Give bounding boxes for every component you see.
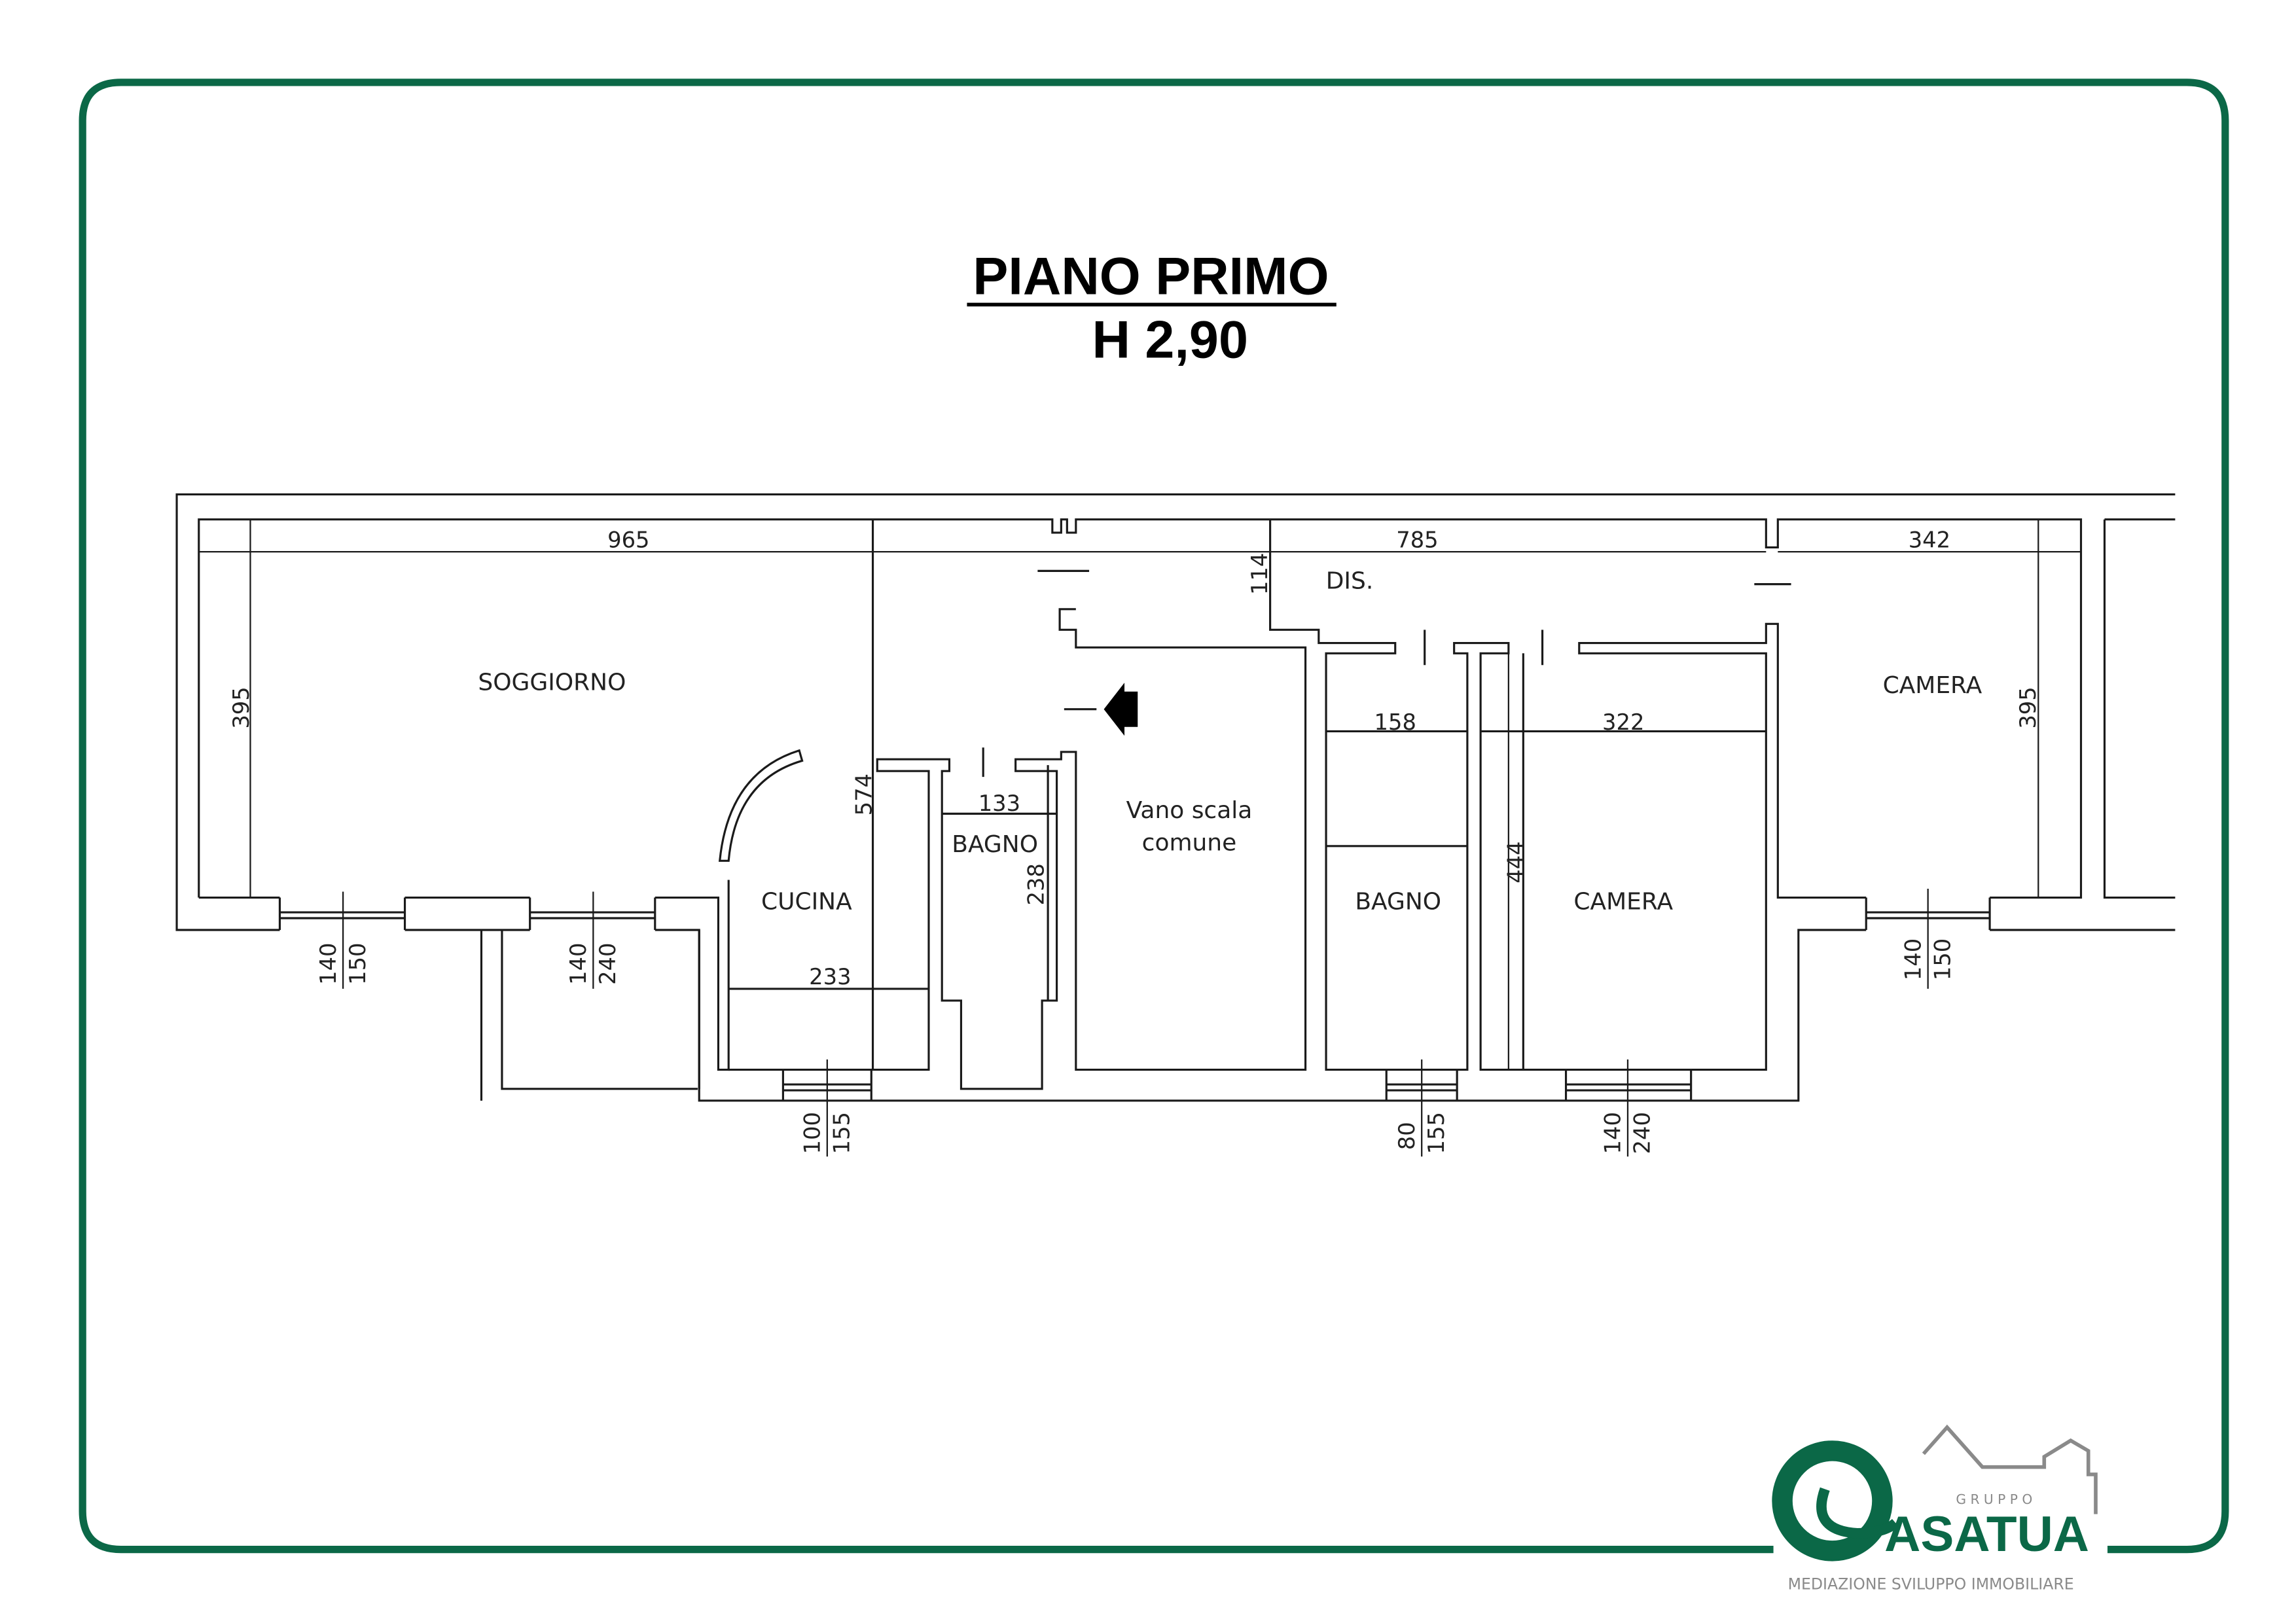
- logo-swirl: [1772, 1440, 1893, 1561]
- dim-233: 233: [809, 964, 851, 990]
- plan-title: PIANO PRIMO: [973, 247, 1329, 306]
- logo-tagline: MEDIAZIONE SVILUPPO IMMOBILIARE: [1788, 1575, 2074, 1593]
- room-camera-2: CAMERA: [1883, 672, 1982, 699]
- window-dims: 140 150 140 240 100 155 80 155 140 240 1…: [315, 938, 1956, 1154]
- ceiling-height: H 2,90: [1092, 310, 1247, 369]
- room-vano-scala-2: comune: [1142, 830, 1237, 857]
- dim-158: 158: [1374, 709, 1416, 735]
- window-6-h: 140: [1900, 938, 1926, 980]
- logo-roofline: [1922, 1424, 2098, 1514]
- dim-574: 574: [851, 774, 876, 815]
- dim-395-right: 395: [2015, 687, 2041, 728]
- window-1-w: 150: [345, 943, 370, 985]
- entrance-arrow-icon: [1103, 683, 1138, 736]
- dimension-lines: [198, 519, 2081, 1157]
- logo-gruppo: G R U P P O: [1956, 1491, 2032, 1507]
- room-cucina: CUCINA: [761, 889, 852, 916]
- room-vano-scala: Vano scala: [1126, 797, 1253, 824]
- window-5-h: 140: [1600, 1112, 1626, 1154]
- window-6-w: 150: [1929, 938, 1955, 980]
- dim-395-left: 395: [228, 687, 254, 728]
- dim-342: 342: [1909, 527, 1950, 552]
- room-camera-1: CAMERA: [1573, 889, 1673, 916]
- window-3-h: 100: [800, 1112, 825, 1154]
- dim-444: 444: [1503, 841, 1528, 883]
- room-soggiorno: SOGGIORNO: [478, 669, 626, 696]
- window-4-h: 80: [1394, 1122, 1420, 1150]
- dim-965: 965: [607, 527, 649, 552]
- dim-133: 133: [978, 791, 1020, 816]
- dim-322: 322: [1602, 709, 1644, 735]
- dim-238: 238: [1023, 863, 1049, 905]
- green-frame: [79, 79, 2229, 1554]
- window-2-h: 140: [565, 943, 591, 985]
- room-bagno-2: BAGNO: [1355, 889, 1441, 916]
- dim-785: 785: [1396, 527, 1438, 552]
- room-bagno-1: BAGNO: [952, 831, 1038, 858]
- window-1-h: 140: [315, 943, 341, 985]
- dim-114: 114: [1247, 553, 1272, 595]
- casatua-logo: G R U P P O ASATUA MEDIAZIONE SVILUPPO I…: [1772, 1424, 2098, 1593]
- window-2-w: 240: [595, 943, 620, 985]
- room-dis: DIS.: [1326, 567, 1374, 594]
- window-3-w: 155: [829, 1112, 855, 1154]
- logo-name: ASATUA: [1884, 1507, 2089, 1562]
- window-4-w: 155: [1424, 1112, 1449, 1154]
- window-5-w: 240: [1630, 1112, 1655, 1154]
